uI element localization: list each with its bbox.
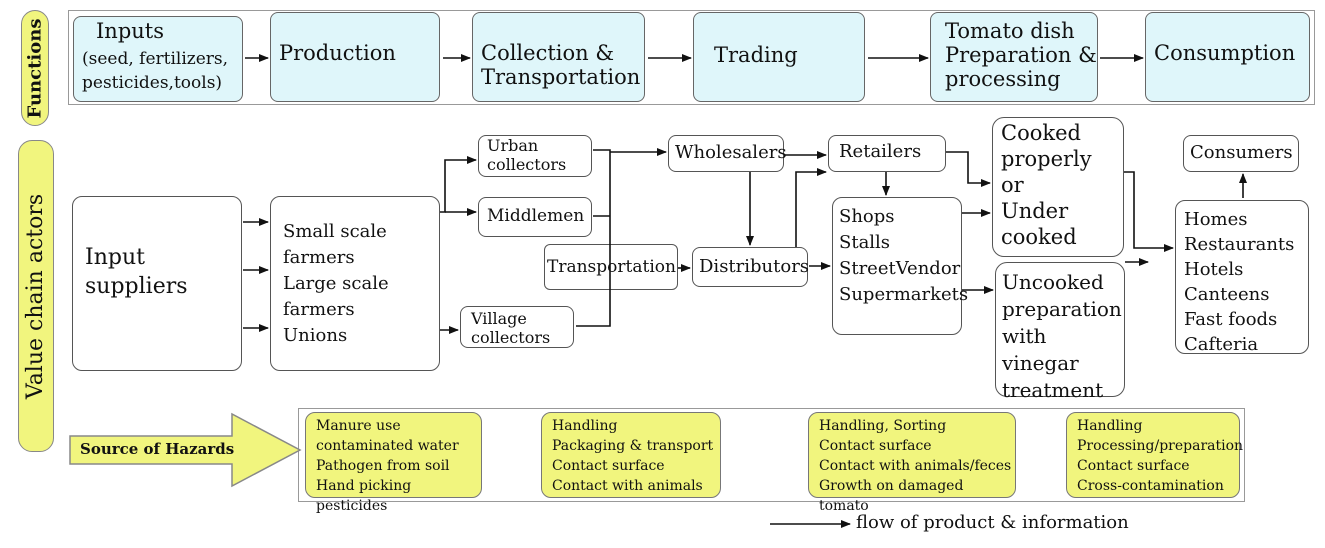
outlets-box: Shops Stalls StreetVendor Supermarkets [832, 197, 968, 335]
cooked-box: Cooked properly or Under cooked [992, 117, 1124, 257]
input-suppliers-label: Input suppliers [85, 245, 188, 299]
venues-label: Homes Restaurants Hotels Canteens Fast f… [1184, 209, 1295, 355]
hazard-arrow-label: Source of Hazards [80, 440, 235, 458]
preparation-label: Tomato dish Preparation & processing [945, 19, 1097, 91]
function-production: Production [270, 12, 440, 102]
consumption-label: Consumption [1154, 41, 1296, 65]
functions-row [68, 10, 1315, 105]
hazard-arrow-shape [69, 412, 302, 488]
function-collection: Collection & Transportation [472, 12, 645, 102]
urban-collectors-box: Urban collectors [478, 135, 592, 177]
urban-collectors-label: Urban collectors [487, 136, 567, 174]
middlemen-label: Middlemen [487, 206, 585, 226]
function-consumption: Consumption [1145, 12, 1310, 102]
hazard-group-trading: Handling, Sorting Contact surface Contac… [808, 412, 1016, 514]
farmers-label: Small scale farmers Large scale farmers … [283, 221, 389, 346]
village-collectors-box: Village collectors [460, 306, 574, 348]
trading-label: Trading [714, 43, 798, 67]
inputs-detail: (seed, fertilizers, pesticides,tools) [82, 49, 229, 93]
inputs-title: Inputs [96, 19, 165, 43]
hazard-group-production: Manure use contaminated water Pathogen f… [305, 412, 482, 514]
venues-box: Homes Restaurants Hotels Canteens Fast f… [1175, 200, 1309, 355]
function-trading: Trading [693, 12, 865, 102]
uncooked-box: Uncooked preparation with vinegar treatm… [995, 262, 1125, 402]
hazards-row [298, 408, 1245, 502]
functions-side-label: Functions [21, 10, 49, 126]
uncooked-label: Uncooked preparation with vinegar treatm… [1002, 270, 1122, 402]
consumers-label: Consumers [1190, 142, 1293, 163]
production-label: Production [279, 41, 396, 65]
retailers-box: Retailers [828, 135, 946, 172]
hazard-group-collection: Handling Packaging & transport Contact s… [541, 412, 721, 498]
legend-text: flow of product & information [856, 512, 1129, 533]
input-suppliers-box: Input suppliers [72, 196, 242, 371]
transportation-label: Transportation [547, 257, 676, 277]
village-collectors-label: Village collectors [471, 309, 551, 347]
distributors-label: Distributors [699, 256, 810, 277]
wholesalers-label: Wholesalers [675, 142, 787, 163]
distributors-box: Distributors [692, 247, 810, 287]
middlemen-box: Middlemen [478, 197, 592, 237]
outlets-label: Shops Stalls StreetVendor Supermarkets [839, 206, 969, 305]
transportation-box: Transportation [544, 244, 678, 290]
consumers-box: Consumers [1183, 135, 1299, 172]
hazard-group-preparation: Handling Processing/preparation Contact … [1066, 412, 1243, 498]
function-preparation: Tomato dish Preparation & processing [930, 12, 1098, 102]
retailers-label: Retailers [839, 141, 922, 162]
function-inputs: Inputs (seed, fertilizers, pesticides,to… [73, 16, 243, 102]
actors-side-label: Value chain actors [18, 140, 54, 452]
wholesalers-box: Wholesalers [668, 135, 787, 172]
collection-label: Collection & Transportation [481, 41, 641, 89]
farmers-box: Small scale farmers Large scale farmers … [270, 196, 440, 371]
cooked-label: Cooked properly or Under cooked [1001, 121, 1092, 249]
